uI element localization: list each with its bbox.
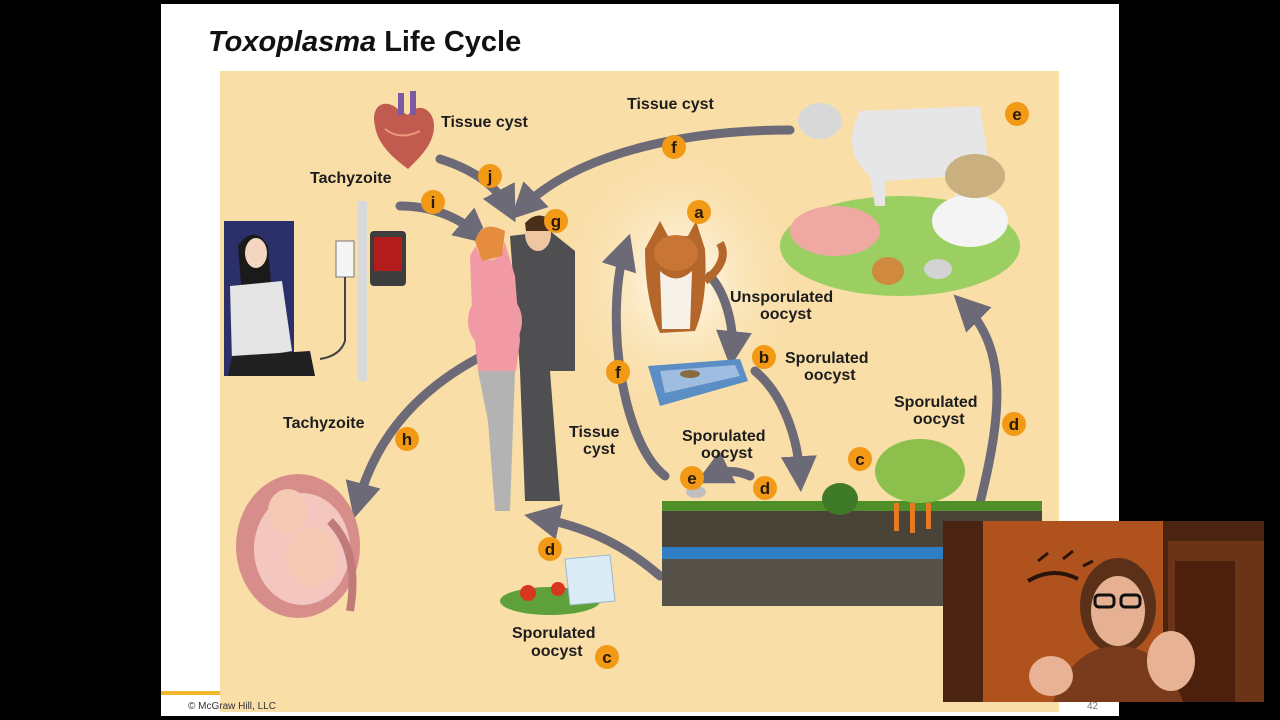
badge-c-soil: c bbox=[848, 447, 872, 471]
svg-text:d: d bbox=[545, 540, 555, 559]
badge-e-animals: e bbox=[1005, 102, 1029, 126]
badge-d-right: d bbox=[1002, 412, 1026, 436]
label-sporulated-b-2: oocyst bbox=[804, 367, 856, 384]
slide-title: Toxoplasma Life Cycle bbox=[208, 26, 521, 59]
badge-h: h bbox=[395, 427, 419, 451]
fetus-in-womb-illustration bbox=[236, 474, 360, 618]
svg-text:c: c bbox=[602, 648, 611, 667]
label-unsporulated-1: Unsporulated bbox=[730, 289, 833, 306]
label-sporulated-right-1: Sporulated bbox=[894, 394, 978, 411]
svg-text:i: i bbox=[431, 193, 436, 212]
arrow-i-transfusion-to-human bbox=[395, 201, 491, 245]
label-tachyzoite-top: Tachyzoite bbox=[310, 170, 392, 187]
svg-text:d: d bbox=[1009, 415, 1019, 434]
arrow-d-soil-to-mouse bbox=[695, 451, 755, 484]
label-tissue-cyst-mid-2: cyst bbox=[583, 441, 616, 458]
arrow-d-soil-to-animals bbox=[953, 294, 1002, 508]
label-sporulated-mid-1: Sporulated bbox=[682, 428, 766, 445]
arrow-d-food-to-human bbox=[524, 504, 665, 581]
badge-e-mouse: e bbox=[680, 466, 704, 490]
svg-text:c: c bbox=[855, 450, 864, 469]
title-rest: Life Cycle bbox=[384, 26, 522, 58]
transfusion-patient-illustration bbox=[224, 201, 406, 381]
label-tissue-cyst-mid-1: Tissue bbox=[569, 424, 620, 441]
footer-accent-line bbox=[161, 691, 220, 695]
svg-text:j: j bbox=[487, 167, 493, 186]
life-cycle-diagram: Tissue cyst Tissue cyst Tachyzoite Tachy… bbox=[220, 71, 1059, 712]
label-tissue-cyst-top: Tissue cyst bbox=[627, 96, 715, 113]
label-tissue-cyst-heart: Tissue cyst bbox=[441, 114, 529, 131]
svg-text:g: g bbox=[551, 212, 561, 231]
diagram-canvas: Tissue cyst Tissue cyst Tachyzoite Tachy… bbox=[224, 91, 1042, 669]
livestock-animals-illustration bbox=[780, 103, 1020, 296]
presenter-webcam bbox=[943, 521, 1264, 702]
badge-d-soil: d bbox=[753, 476, 777, 500]
litter-box-illustration bbox=[648, 359, 748, 406]
svg-text:e: e bbox=[1012, 105, 1021, 124]
cat-illustration bbox=[645, 221, 727, 333]
copyright-text: © McGraw Hill, LLC bbox=[188, 701, 276, 712]
svg-text:f: f bbox=[671, 138, 677, 157]
arrow-cat-to-litter bbox=[705, 271, 752, 368]
badge-i: i bbox=[421, 190, 445, 214]
badge-g: g bbox=[544, 209, 568, 233]
webcam-feed bbox=[943, 521, 1264, 702]
badge-a: a bbox=[687, 200, 711, 224]
svg-text:a: a bbox=[694, 203, 704, 222]
arrow-b-litter-to-soil bbox=[750, 366, 817, 493]
svg-text:f: f bbox=[615, 363, 621, 382]
label-sporulated-mid-2: oocyst bbox=[701, 445, 753, 462]
badge-f-mid: f bbox=[606, 360, 630, 384]
salad-and-water-illustration bbox=[500, 554, 616, 615]
heart-illustration bbox=[374, 91, 434, 169]
badge-d-food: d bbox=[538, 537, 562, 561]
label-tachyzoite-left: Tachyzoite bbox=[283, 415, 365, 432]
label-sporulated-bottom-1: Sporulated bbox=[512, 625, 596, 642]
svg-text:h: h bbox=[402, 430, 412, 449]
label-sporulated-right-2: oocyst bbox=[913, 411, 965, 428]
svg-text:e: e bbox=[687, 469, 696, 488]
badge-f-top: f bbox=[662, 135, 686, 159]
arrow-f-animals-to-human bbox=[510, 125, 795, 220]
badge-j: j bbox=[478, 164, 502, 188]
slide: Toxoplasma Life Cycle bbox=[161, 4, 1119, 716]
label-sporulated-bottom-2: oocyst bbox=[531, 643, 583, 660]
badge-c-food: c bbox=[595, 645, 619, 669]
label-sporulated-b-1: Sporulated bbox=[785, 350, 869, 367]
title-organism: Toxoplasma bbox=[208, 26, 377, 58]
svg-text:d: d bbox=[760, 479, 770, 498]
page-number: 42 bbox=[1087, 701, 1099, 712]
label-unsporulated-2: oocyst bbox=[760, 306, 812, 323]
svg-text:b: b bbox=[759, 348, 769, 367]
step-badges: a b c c d d d e e f f g h i j bbox=[395, 102, 1029, 669]
pregnant-woman-and-partner-illustration bbox=[468, 215, 575, 511]
badge-b: b bbox=[752, 345, 776, 369]
